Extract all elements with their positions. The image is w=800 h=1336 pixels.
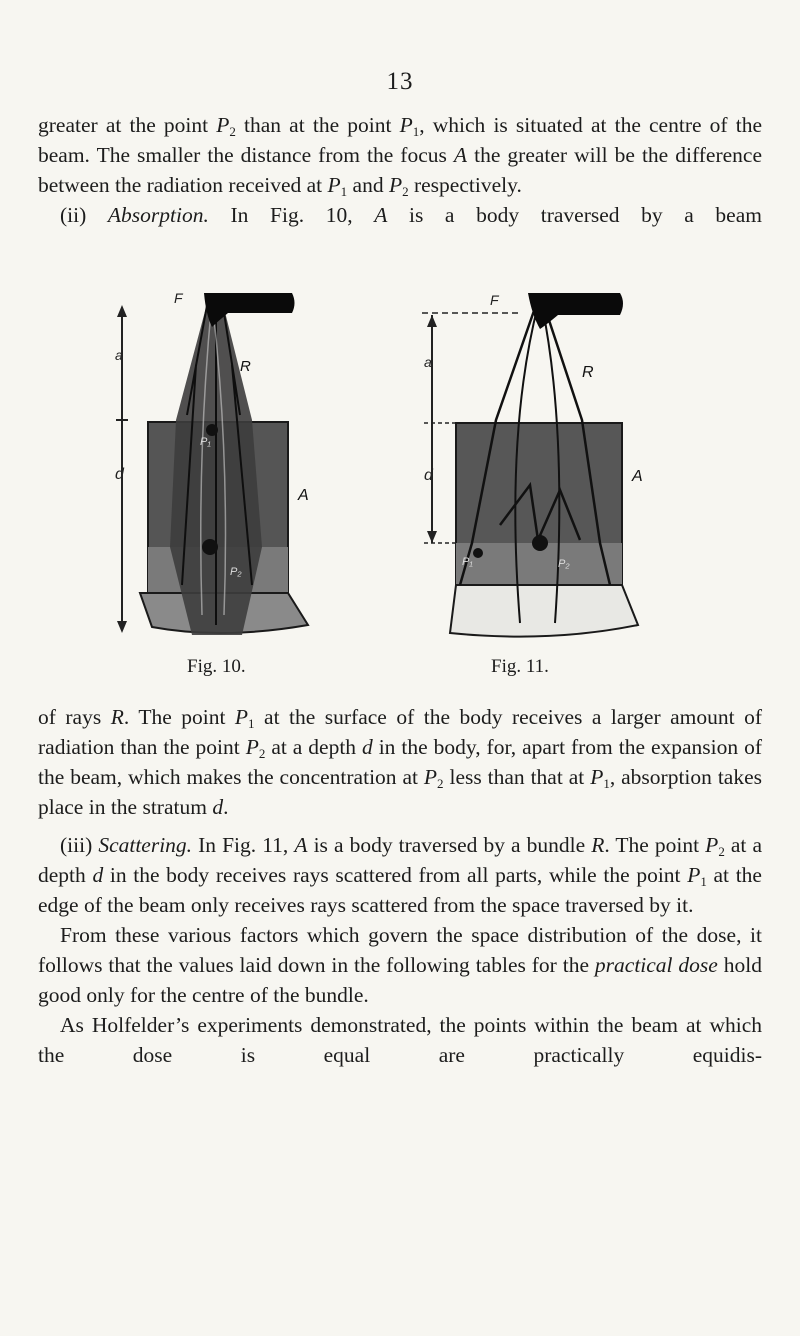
fig11-label-P1: P₁ [462,556,473,568]
figure-11-caption: Fig. 11. [491,656,549,677]
fig11-label-A: A [631,468,643,485]
fig10-label-a: a [115,347,123,363]
paragraph-absorption-intro: (ii) Absorption. In Fig. 10, A is a body… [60,203,762,227]
fig10-label-F: F [174,290,184,306]
top-text-block: greater at the point P2 than at the poin… [38,110,762,230]
fig11-label-R: R [582,364,594,381]
figure-10-caption: Fig. 10. [187,656,246,677]
fig11-label-a: a [424,354,432,370]
paragraph-radiation-difference: greater at the point P2 than at the poin… [38,113,762,199]
fig10-label-A: A [297,487,309,504]
fig10-label-P1: P₁ [200,436,211,448]
figure-10-svg: a d F R A P₁ P₂ [115,290,310,635]
paragraph-practical-dose: From these various factors which govern … [38,923,762,1007]
fig11-label-P2: P₂ [558,558,570,570]
figure-11-svg: a d F R A P₁ P₂ [422,292,643,638]
fig10-label-d: d [115,466,125,483]
paragraph-holfelder: As Holfelder’s experiments demonstrated,… [38,1013,762,1067]
figure-10-diagram: a d F R A P₁ P₂ [112,285,322,650]
fig11-label-F: F [490,292,500,308]
bottom-text-block: of rays R. The point P1 at the surface o… [38,702,762,1070]
fig10-label-P2: P₂ [230,566,242,578]
paragraph-scattering: (iii) Scattering. In Fig. 11, A is a bod… [38,833,762,917]
paragraph-absorption-continued: of rays R. The point P1 at the surface o… [38,705,762,819]
fig11-label-d: d [424,467,434,484]
page-number: 13 [386,68,414,95]
figure-11-diagram: a d F R A P₁ P₂ [410,285,650,650]
fig10-label-R: R [240,358,251,375]
